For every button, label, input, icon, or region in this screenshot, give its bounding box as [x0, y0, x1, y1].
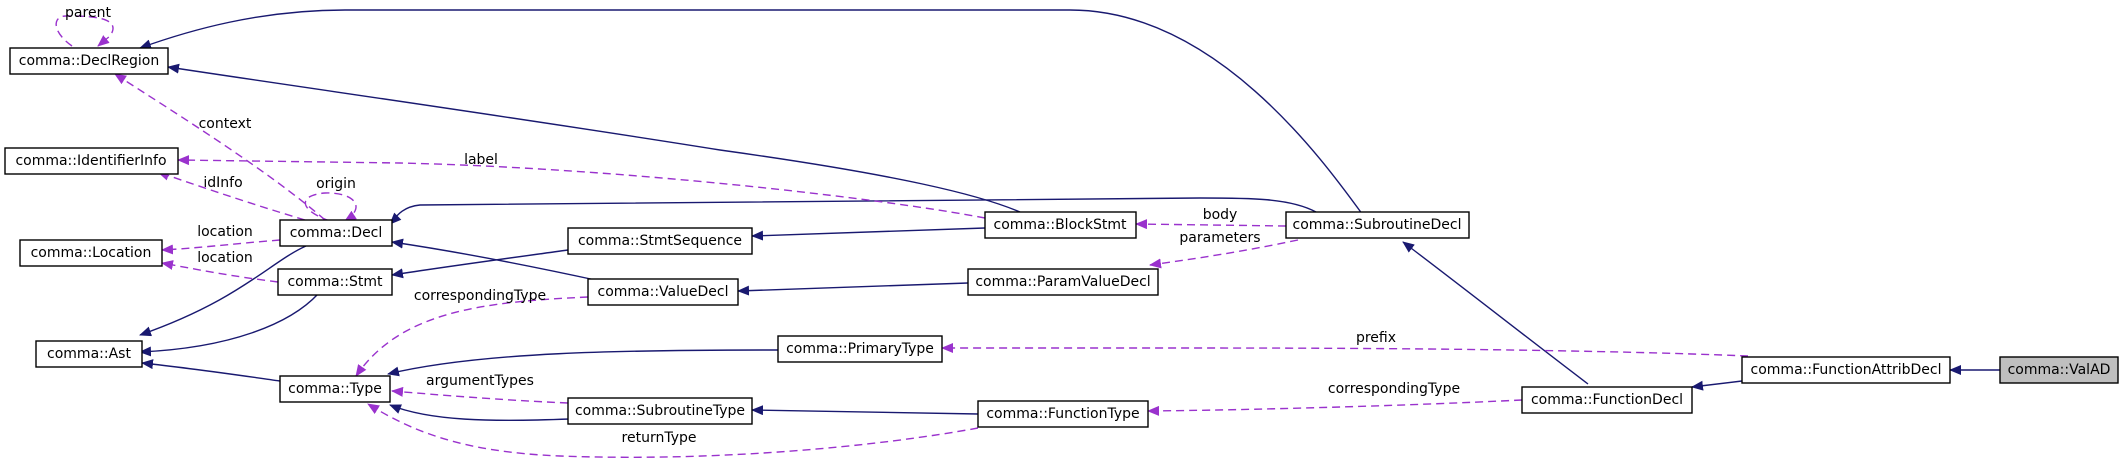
edge-label-parameters: parameters [1179, 230, 1260, 246]
edge-decl-location [161, 239, 281, 255]
edge-label-idinfo: idInfo [203, 175, 242, 191]
node-identifier-info[interactable]: comma::IdentifierInfo [4, 147, 179, 175]
node-function-attrib-decl[interactable]: comma::FunctionAttribDecl [1741, 356, 1951, 384]
node-param-value-decl[interactable]: comma::ParamValueDecl [967, 268, 1159, 296]
edge-subroutinedecl-body [1135, 219, 1287, 230]
edge-valuedecl-correspondingtype [355, 296, 589, 377]
node-stmt-sequence-label: comma::StmtSequence [578, 233, 742, 249]
edge-subroutinedecl-to-decl [389, 197, 1317, 225]
node-block-stmt-label: comma::BlockStmt [994, 217, 1127, 233]
edge-label-context: context [199, 116, 252, 132]
edge-functiontype-returntype [367, 403, 979, 458]
edge-stmt-to-ast [139, 293, 319, 357]
edge-blockstmt-to-declregion [167, 63, 1021, 213]
edge-stmt-location [161, 260, 279, 283]
edge-label-parent: parent [65, 5, 111, 21]
node-subroutine-decl-label: comma::SubroutineDecl [1293, 217, 1462, 233]
edge-type-to-ast [141, 359, 281, 382]
node-decl[interactable]: comma::Decl [279, 219, 393, 247]
edge-labels: parent context idInfo origin label locat… [65, 5, 1460, 446]
edge-subroutinedecl-to-declregion [139, 9, 1369, 223]
edge-valuedecl-to-decl [391, 238, 601, 282]
node-type-label: comma::Type [288, 381, 382, 397]
edge-label-decl-location: location [197, 224, 253, 240]
node-val-ad[interactable]: comma::ValAD [1999, 356, 2119, 384]
node-decl-region-label: comma::DeclRegion [19, 53, 159, 69]
edge-label-correspondingtype-value: correspondingType [414, 288, 546, 304]
node-param-value-decl-label: comma::ParamValueDecl [975, 274, 1150, 290]
node-location-label: comma::Location [31, 245, 152, 261]
node-location[interactable]: comma::Location [19, 239, 163, 267]
edge-label-returntype: returnType [622, 430, 697, 446]
edge-decl-idinfo [157, 170, 306, 221]
node-primary-type-label: comma::PrimaryType [786, 341, 934, 357]
edge-label-correspondingtype-function: correspondingType [1328, 381, 1460, 397]
node-value-decl[interactable]: comma::ValueDecl [587, 278, 739, 306]
node-stmt[interactable]: comma::Stmt [277, 268, 393, 296]
edge-paramvaluedecl-to-valuedecl [737, 282, 969, 296]
nodes: comma::DeclRegion comma::IdentifierInfo … [4, 47, 2119, 428]
node-value-decl-label: comma::ValueDecl [598, 284, 729, 300]
node-subroutine-type-label: comma::SubroutineType [575, 403, 745, 419]
edge-label-origin: origin [316, 176, 356, 192]
node-subroutine-type[interactable]: comma::SubroutineType [567, 397, 753, 425]
node-function-attrib-decl-label: comma::FunctionAttribDecl [1751, 362, 1942, 378]
edge-declregion-parent [55, 15, 114, 47]
node-primary-type[interactable]: comma::PrimaryType [777, 335, 943, 363]
edge-functionattribdecl-prefix [941, 343, 1749, 357]
edge-subroutinedecl-parameters [1149, 239, 1299, 269]
edge-functiondecl-correspondingtype [1147, 399, 1523, 416]
edge-decl-to-ast [139, 245, 307, 337]
edge-stmtsequence-to-stmt [391, 249, 569, 279]
node-block-stmt[interactable]: comma::BlockStmt [984, 211, 1137, 239]
edge-decl-origin [304, 192, 357, 222]
edge-primarytype-to-type [387, 349, 779, 377]
node-ast[interactable]: comma::Ast [35, 340, 143, 368]
node-decl-region[interactable]: comma::DeclRegion [9, 47, 169, 75]
node-function-decl-label: comma::FunctionDecl [1531, 392, 1683, 408]
node-subroutine-decl[interactable]: comma::SubroutineDecl [1285, 211, 1470, 239]
edge-functionattribdecl-to-functiondecl [1691, 380, 1743, 391]
edge-blockstmt-to-stmtsequence [751, 227, 986, 241]
edge-label-prefix: prefix [1356, 330, 1396, 346]
node-stmt-label: comma::Stmt [287, 274, 383, 290]
node-function-type-label: comma::FunctionType [986, 406, 1139, 422]
edge-label-argumenttypes: argumentTypes [426, 373, 534, 389]
node-val-ad-label: comma::ValAD [2008, 362, 2111, 378]
edge-subroutinetype-to-type [389, 404, 571, 422]
edge-label-body: body [1203, 207, 1238, 223]
edge-blockstmt-label [177, 155, 986, 219]
edge-functiontype-to-subroutinetype [751, 405, 979, 416]
node-ast-label: comma::Ast [47, 346, 131, 362]
edge-decl-context [114, 73, 326, 221]
node-type[interactable]: comma::Type [279, 375, 391, 403]
node-decl-label: comma::Decl [290, 225, 383, 241]
edge-label-label: label [464, 152, 498, 168]
node-function-type[interactable]: comma::FunctionType [977, 400, 1149, 428]
edges [55, 9, 2000, 458]
node-stmt-sequence[interactable]: comma::StmtSequence [567, 227, 753, 255]
node-function-decl[interactable]: comma::FunctionDecl [1521, 386, 1693, 414]
edge-label-stmt-location: location [197, 250, 253, 266]
edge-functiondecl-to-subroutinedecl [1402, 241, 1589, 385]
node-identifier-info-label: comma::IdentifierInfo [15, 153, 166, 169]
edge-subroutinetype-argumenttypes [391, 386, 569, 404]
